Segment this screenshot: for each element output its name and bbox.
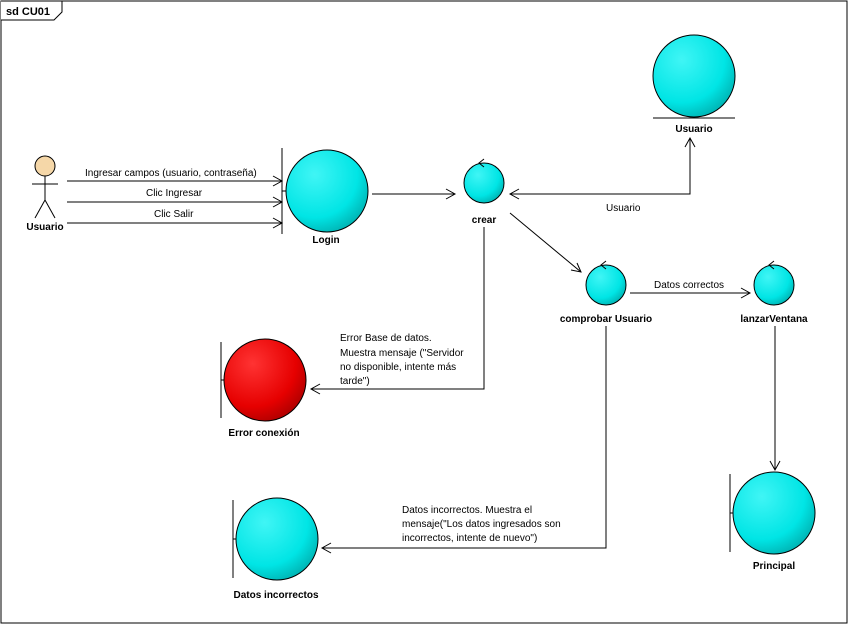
edge-label-error-bd: Error Base de datos. Muestra mensaje ("S… <box>340 333 466 387</box>
node-lanzar-ventana[interactable]: lanzarVentana <box>740 260 808 325</box>
node-comprobar-usuario[interactable]: comprobar Usuario <box>560 260 652 325</box>
edge-comprobar-lanzar[interactable] <box>630 287 752 299</box>
node-name: Error conexión <box>228 428 299 439</box>
edge-label-clic-salir: Clic Salir <box>154 209 194 220</box>
frame-title: sd CU01 <box>6 6 50 18</box>
boundary-icon <box>729 471 816 555</box>
edge-label-usuario: Usuario <box>606 203 641 214</box>
edge-lanzar-principal[interactable] <box>769 326 781 472</box>
edge-label-datos-correctos: Datos correctos <box>654 280 724 291</box>
actor-name: Usuario <box>26 222 63 233</box>
entity-icon <box>652 34 736 119</box>
node-datos-incorrectos[interactable]: Datos incorrectos <box>232 497 319 601</box>
node-name: Login <box>312 235 339 246</box>
node-usuario-entity[interactable]: Usuario <box>652 34 736 135</box>
node-name: crear <box>472 215 497 226</box>
node-crear[interactable]: crear <box>463 158 505 226</box>
boundary-icon <box>281 148 369 234</box>
edge-usuario-crear[interactable] <box>508 136 696 200</box>
control-icon <box>753 260 795 306</box>
node-name: comprobar Usuario <box>560 314 652 325</box>
actor-stick-figure-icon <box>32 155 58 219</box>
node-error-conexion[interactable]: Error conexión <box>220 338 307 439</box>
node-name: Principal <box>753 561 795 572</box>
node-login[interactable]: Login <box>281 148 369 246</box>
edge-label-datos-incorrectos: Datos incorrectos. Muestra el mensaje("L… <box>402 505 563 544</box>
edge-label-ingresar-campos: Ingresar campos (usuario, contraseña) <box>85 168 257 179</box>
actor-usuario[interactable]: Usuario <box>26 155 64 233</box>
boundary-icon <box>220 338 307 422</box>
node-name: lanzarVentana <box>740 314 808 325</box>
node-principal[interactable]: Principal <box>729 471 816 572</box>
boundary-icon <box>232 497 319 581</box>
node-name: Usuario <box>675 124 712 135</box>
edge-comprobar-datos-incorrectos[interactable] <box>320 326 607 554</box>
control-icon <box>463 158 505 204</box>
edge-crear-error[interactable] <box>309 227 485 395</box>
edge-crear-comprobar[interactable] <box>509 212 582 273</box>
edge-label-clic-ingresar: Clic Ingresar <box>146 188 203 199</box>
edge-login-crear[interactable] <box>372 188 457 200</box>
control-icon <box>585 260 627 306</box>
node-name: Datos incorrectos <box>233 590 318 601</box>
frame-tab <box>1 0 63 21</box>
